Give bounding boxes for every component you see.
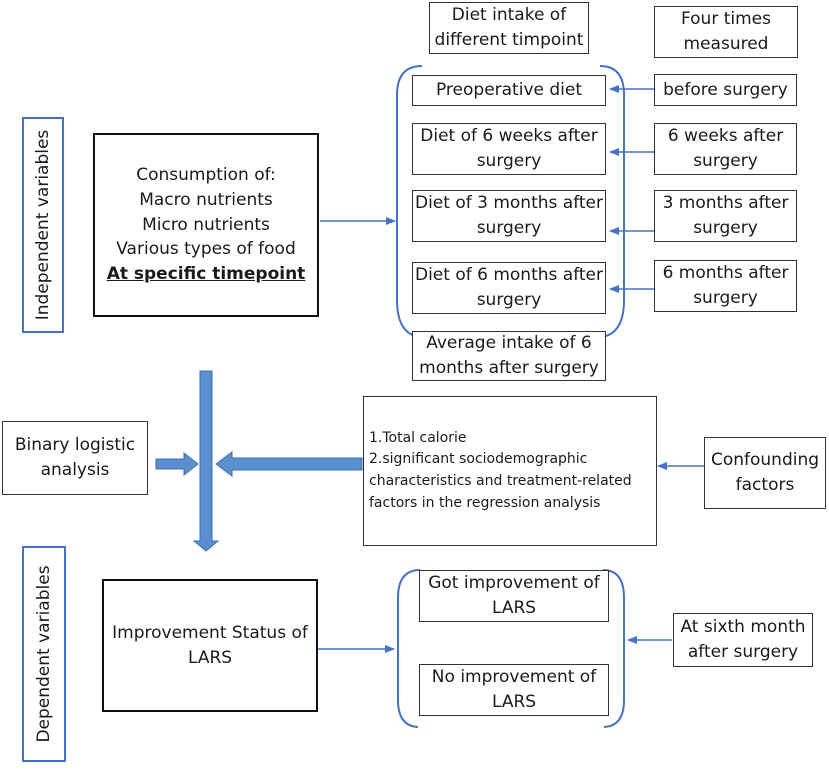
confounder-line: 2.significant sociodemographic	[369, 451, 588, 468]
diet-box-preoperative: Preoperative diet	[412, 75, 606, 106]
diet-box-6-weeks: Diet of 6 weeks after surgery	[412, 123, 606, 175]
timepoint-3-months: 3 months after surgery	[654, 190, 797, 242]
diet-intake-header-text: Diet intake of different timpoint	[434, 5, 584, 50]
four-times-header-text: Four times measured	[680, 9, 771, 54]
got-improvement-box: Got improvement of LARS	[419, 570, 609, 622]
consumption-lines: Consumption of: Macro nutrients Micro nu…	[107, 163, 306, 286]
sixth-month-text: At sixth month after surgery	[680, 617, 806, 662]
diet-intake-header: Diet intake of different timpoint	[429, 2, 589, 54]
no-improvement-text: No improvement of LARS	[431, 667, 597, 712]
no-improvement-box: No improvement of LARS	[419, 664, 609, 716]
diet-box-text: Preoperative diet	[435, 80, 583, 101]
four-times-header: Four times measured	[654, 6, 798, 58]
timepoint-6-weeks: 6 weeks after surgery	[654, 123, 797, 175]
confounder-line: 1.Total calorie	[369, 429, 467, 446]
diet-box-text: Average intake of 6 months after surgery	[419, 333, 599, 378]
diet-box-6-months: Diet of 6 months after surgery	[412, 262, 606, 314]
binary-logistic-text: Binary logistic analysis	[14, 435, 136, 480]
timepoint-text: 6 months after surgery	[662, 263, 789, 308]
timepoint-text: 6 weeks after surgery	[667, 126, 784, 171]
consumption-line: Micro nutrients	[142, 214, 270, 235]
diet-box-text: Diet of 3 months after surgery	[414, 193, 603, 238]
bracket-bottom-right	[602, 569, 625, 728]
confounders-lines: 1.Total calorie 2.significant sociodemog…	[369, 428, 632, 515]
diet-box-3-months: Diet of 3 months after surgery	[412, 190, 606, 242]
consumption-box: Consumption of: Macro nutrients Micro nu…	[93, 133, 319, 317]
dependent-variables-text: Dependent variables	[34, 565, 54, 743]
dependent-variables-label: Dependent variables	[22, 546, 66, 762]
bracket-bottom-left	[397, 569, 421, 728]
confounder-line: factors in the regression analysis	[369, 494, 601, 511]
consumption-emphasis: At specific timepoint	[106, 263, 306, 284]
consumption-line: Macro nutrients	[139, 190, 273, 211]
got-improvement-text: Got improvement of LARS	[428, 573, 600, 618]
timepoint-text: 3 months after surgery	[662, 193, 789, 238]
block-arrow-confounder	[215, 451, 363, 477]
confounder-line: characteristics and treatment-related	[369, 473, 632, 489]
independent-variables-text: Independent variables	[33, 129, 53, 321]
block-arrow-vertical	[192, 370, 220, 552]
confounding-factors-text: Confounding factors	[710, 450, 820, 495]
binary-logistic-box: Binary logistic analysis	[2, 421, 148, 495]
bracket-top-right	[599, 65, 625, 337]
consumption-line: Consumption of:	[136, 165, 276, 186]
diet-box-average: Average intake of 6 months after surgery	[412, 331, 606, 381]
improvement-status-box: Improvement Status of LARS	[102, 579, 318, 712]
independent-variables-label: Independent variables	[22, 117, 64, 333]
diet-box-text: Diet of 6 months after surgery	[414, 265, 603, 310]
timepoint-text: before surgery	[663, 79, 788, 100]
block-arrow-binary	[155, 451, 199, 477]
improvement-status-text: Improvement Status of LARS	[112, 622, 308, 668]
diet-box-text: Diet of 6 weeks after surgery	[420, 126, 598, 171]
confounding-factors-box: Confounding factors	[704, 437, 826, 509]
consumption-line: Various types of food	[116, 239, 296, 260]
bracket-top-left	[396, 65, 423, 337]
confounders-box: 1.Total calorie 2.significant sociodemog…	[363, 396, 657, 546]
timepoint-before-surgery: before surgery	[654, 74, 797, 106]
sixth-month-box: At sixth month after surgery	[673, 613, 813, 667]
timepoint-6-months: 6 months after surgery	[654, 260, 797, 312]
